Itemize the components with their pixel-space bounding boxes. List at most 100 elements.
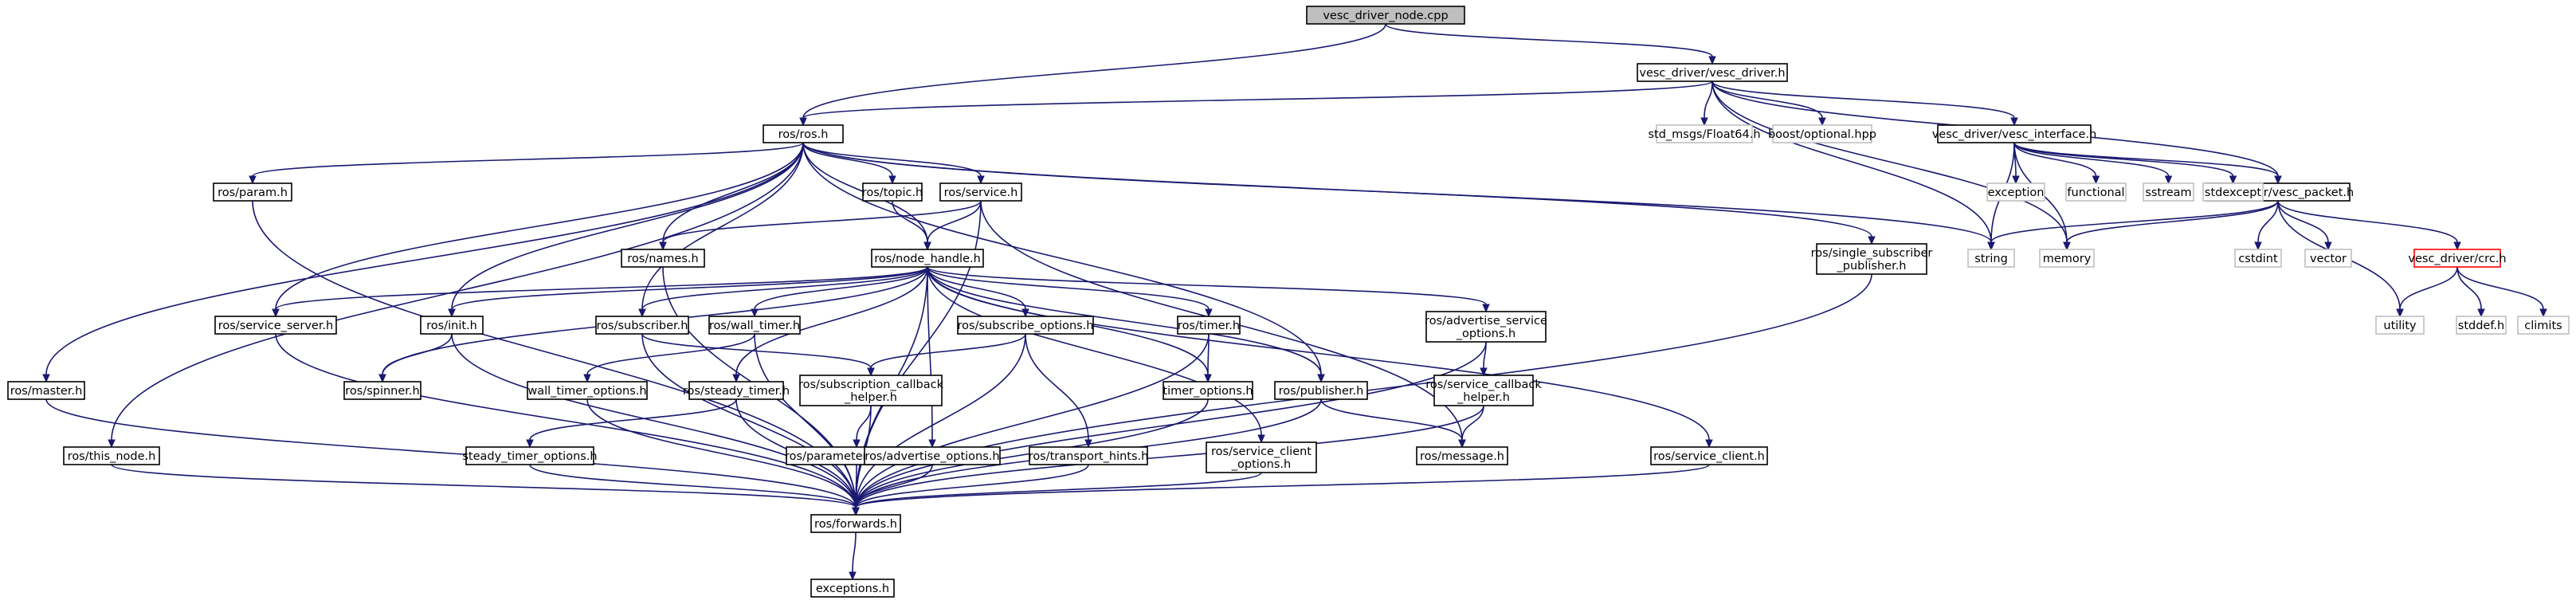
node-stopt[interactable]: steady_timer_options.h [462, 446, 598, 465]
node-scbh[interactable]: ros/subscription_callback_helper.h [798, 375, 944, 406]
node-cstdint[interactable]: cstdint [2234, 249, 2282, 268]
edge-nh-to-advsrvopt [927, 266, 1490, 313]
edge-service-to-names [659, 200, 982, 251]
node-param[interactable]: ros/param.h [213, 182, 292, 202]
node-exc[interactable]: exceptions.h [810, 579, 895, 598]
node-names[interactable]: ros/names.h [621, 249, 705, 268]
node-stdexcept[interactable]: stdexcept [2202, 182, 2264, 202]
node-thisnode[interactable]: ros/this_node.h [63, 446, 160, 465]
edge-ros-to-master [42, 142, 804, 383]
node-utility[interactable]: utility [2375, 316, 2425, 335]
node-topic[interactable]: ros/topic.h [862, 182, 923, 202]
edge-sub-to-fwd [641, 333, 860, 516]
edge-advopt-to-fwd [852, 464, 933, 516]
node-label: ros/timer.h [1178, 320, 1240, 332]
node-srvsrv[interactable]: ros/service_server.h [214, 316, 337, 335]
node-string[interactable]: string [1967, 249, 2015, 268]
node-timer[interactable]: ros/timer.h [1177, 316, 1241, 335]
node-master[interactable]: ros/master.h [7, 381, 85, 400]
node-label: ros/this_node.h [68, 450, 156, 463]
node-functional[interactable]: functional [2065, 182, 2127, 202]
node-label: ros/wall_timer.h [709, 320, 800, 332]
node-ssp[interactable]: ros/single_subscriber_publisher.h [1811, 243, 1933, 275]
node-nh[interactable]: ros/node_handle.h [871, 249, 984, 268]
node-box [810, 514, 901, 533]
edge-stimer-to-stopt [526, 398, 737, 449]
edge-subopt-to-thints [1025, 333, 1092, 449]
edge-vif-to-stdexcept [2013, 142, 2237, 185]
edge-nh-to-init [448, 266, 928, 318]
node-bopt[interactable]: boost/optional.hpp [1768, 124, 1876, 143]
edge-ros-to-sub [638, 142, 804, 318]
node-label: ros/init.h [426, 320, 477, 332]
node-climits[interactable]: climits [2517, 316, 2570, 335]
node-box [957, 316, 1094, 335]
node-wtimer[interactable]: ros/wall_timer.h [708, 316, 801, 335]
node-box [1967, 249, 2015, 268]
node-label: vesc_driver/vesc_interface.h [1932, 128, 2097, 141]
node-label: ros/publisher.h [1279, 385, 1364, 398]
node-label: ros/service.h [944, 186, 1018, 199]
node-label: _options.h [1231, 458, 1291, 471]
node-advopt[interactable]: ros/advertise_options.h [864, 446, 1001, 465]
node-label: memory [2043, 253, 2092, 265]
edge-vdrv-to-ros [799, 80, 1713, 127]
node-label: ros/single_subscriber [1811, 247, 1933, 260]
node-stddef[interactable]: stddef.h [2456, 316, 2507, 335]
node-root[interactable]: vesc_driver_node.cpp [1306, 6, 1465, 25]
node-f64[interactable]: std_msgs/Float64.h [1648, 124, 1761, 143]
node-spinner[interactable]: ros/spinner.h [343, 381, 421, 400]
edge-param-to-fwd [252, 200, 860, 516]
node-sub[interactable]: ros/subscriber.h [595, 316, 689, 335]
node-label: ros/service_server.h [218, 320, 334, 332]
node-sclient[interactable]: ros/service_client.h [1650, 446, 1768, 465]
node-advsrvopt[interactable]: ros/advertise_service_options.h [1425, 311, 1547, 343]
edge-nh-to-sub [638, 266, 928, 318]
node-label: ros/service_callback [1425, 379, 1542, 391]
node-box [864, 446, 1001, 465]
node-label: _options.h [1456, 328, 1515, 340]
node-label: ros/subscription_callback [798, 379, 944, 391]
edge-vdrv-to-vif [1711, 80, 2018, 127]
node-svcbh[interactable]: ros/service_callback_helper.h [1425, 375, 1542, 406]
node-wtopt[interactable]: wall_timer_options.h [527, 381, 648, 400]
edge-scbh-to-padapt [853, 405, 872, 449]
node-label: ros/service_client.h [1653, 450, 1765, 463]
node-sstream[interactable]: sstream [2143, 182, 2194, 202]
node-vdrv[interactable]: vesc_driver/vesc_driver.h [1637, 63, 1788, 82]
node-vif[interactable]: vesc_driver/vesc_interface.h [1932, 124, 2097, 143]
edge-ros-to-topic [802, 142, 896, 185]
node-box [810, 579, 895, 598]
node-service[interactable]: ros/service.h [939, 182, 1022, 202]
node-exception[interactable]: exception [1986, 182, 2045, 202]
node-stimer[interactable]: ros/steady_timer.h [683, 381, 790, 400]
edge-crc-to-utility [2396, 266, 2458, 318]
edge-fwd-to-exc [849, 532, 857, 581]
node-box [2202, 182, 2264, 202]
edge-sub-to-scbh [641, 333, 875, 377]
node-label: exceptions.h [816, 583, 889, 595]
node-box [343, 381, 421, 400]
node-vector[interactable]: vector [2304, 249, 2352, 268]
node-crc[interactable]: vesc_driver/crc.h [2408, 249, 2507, 268]
node-msg[interactable]: ros/message.h [1416, 446, 1508, 465]
node-fwd[interactable]: ros/forwards.h [810, 514, 901, 533]
node-memory[interactable]: memory [2039, 249, 2095, 268]
node-label: vector [2310, 253, 2347, 265]
node-label: ros/forwards.h [814, 518, 897, 531]
node-topt[interactable]: timer_options.h [1163, 381, 1253, 400]
node-label: ros/message.h [1420, 450, 1504, 463]
node-ros[interactable]: ros/ros.h [763, 124, 844, 143]
node-thints[interactable]: ros/transport_hints.h [1029, 446, 1149, 465]
node-label: ros/topic.h [862, 186, 923, 199]
node-sclopt[interactable]: ros/service_client_options.h [1206, 441, 1317, 473]
edge-vdrv-to-string [1711, 80, 1995, 251]
node-pub[interactable]: ros/publisher.h [1274, 381, 1368, 400]
edge-init-to-spinner [378, 333, 453, 383]
node-subopt[interactable]: ros/subscribe_options.h [957, 316, 1094, 335]
node-label: cstdint [2238, 253, 2278, 265]
edge-wtimer-to-wtopt [583, 333, 755, 383]
node-box [939, 182, 1022, 202]
node-init[interactable]: ros/init.h [420, 316, 484, 335]
